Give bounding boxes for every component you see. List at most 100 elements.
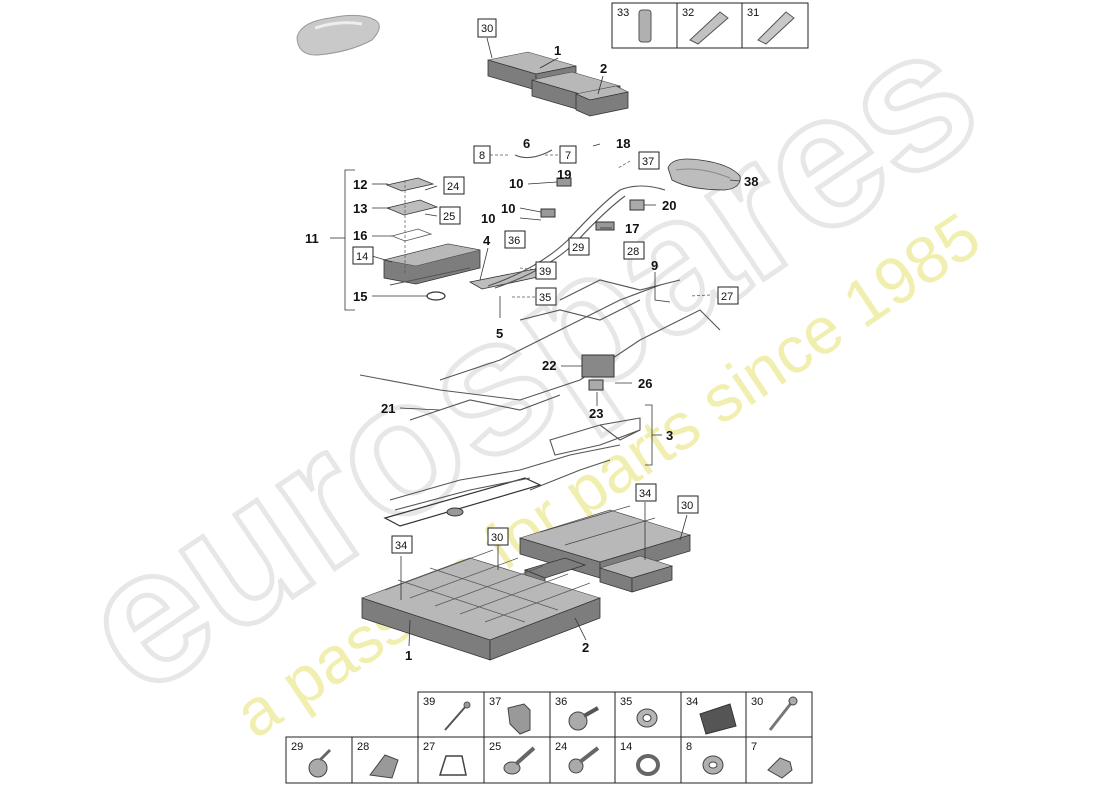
svg-text:34: 34 — [686, 696, 698, 708]
svg-text:28: 28 — [357, 741, 369, 753]
holder-icon — [438, 755, 467, 776]
svg-text:28: 28 — [627, 246, 639, 258]
thumbnail-8: 8 — [686, 741, 724, 775]
svg-text:27: 27 — [423, 741, 435, 753]
left-battery-block — [361, 549, 601, 661]
connector-assembly-11 — [383, 177, 481, 301]
boxed-callout-24: 24 — [443, 176, 465, 195]
boxed-callout-36: 36 — [504, 230, 526, 249]
thumbnail-29: 29 — [291, 741, 332, 778]
callout-15: 15 — [353, 289, 367, 304]
callout-23: 23 — [589, 406, 603, 421]
thumbnail-32: 32 — [682, 7, 729, 45]
thumbnail-25: 25 — [489, 741, 536, 775]
callout-6: 6 — [523, 136, 530, 151]
svg-text:7: 7 — [751, 741, 757, 753]
hex-bolt-icon — [568, 758, 584, 774]
svg-text:29: 29 — [291, 741, 303, 753]
svg-text:39: 39 — [539, 266, 551, 278]
rivet-icon — [308, 758, 328, 778]
thumbnail-35: 35 — [620, 696, 658, 728]
svg-text:31: 31 — [747, 7, 759, 19]
callout-3: 3 — [666, 428, 673, 443]
spray-can-icon — [638, 9, 652, 43]
boxed-callout-30-left: 30 — [487, 527, 509, 546]
valve-icon — [767, 757, 793, 779]
callout-5: 5 — [496, 326, 503, 341]
bracket-icon — [507, 703, 531, 735]
callout-9: 9 — [651, 258, 658, 273]
flange-bolt-icon — [503, 761, 521, 775]
svg-text:35: 35 — [539, 292, 551, 304]
callout-17: 17 — [625, 221, 639, 236]
boxed-callout-29: 29 — [568, 237, 590, 256]
svg-text:35: 35 — [620, 696, 632, 708]
svg-text:37: 37 — [489, 696, 501, 708]
callout-21: 21 — [381, 401, 395, 416]
boxed-callout-27: 27 — [717, 286, 739, 305]
thumbnail-39: 39 — [423, 696, 471, 731]
thumbnail-table-bottom: 39 37 36 35 34 30 29 — [285, 691, 813, 784]
tube-icon-small — [757, 11, 795, 45]
svg-text:8: 8 — [479, 150, 485, 162]
svg-text:30: 30 — [681, 500, 693, 512]
callout-19: 19 — [557, 167, 571, 182]
clip-icon — [369, 754, 399, 779]
boxed-callout-30-right: 30 — [677, 495, 699, 514]
callout-labels: 1 2 1 2 3 4 5 6 9 10 10 10 11 12 13 15 1… — [305, 43, 758, 663]
callout-26: 26 — [638, 376, 652, 391]
callout-11: 11 — [305, 231, 319, 246]
screw-icon — [768, 701, 794, 731]
svg-text:30: 30 — [481, 23, 493, 35]
svg-text:34: 34 — [395, 540, 407, 552]
svg-text:34: 34 — [639, 488, 651, 500]
boxed-callout-8: 8 — [473, 145, 491, 164]
boxed-callouts: 30 8 7 37 24 25 14 36 — [352, 18, 739, 554]
thumbnail-27: 27 — [423, 741, 467, 776]
callout-2-bottom: 2 — [582, 640, 589, 655]
thumbnail-37: 37 — [489, 696, 531, 735]
callout-22: 22 — [542, 358, 556, 373]
callout-13: 13 — [353, 201, 367, 216]
boxed-callout-25: 25 — [439, 206, 461, 225]
svg-text:33: 33 — [617, 7, 629, 19]
thumbnail-28: 28 — [357, 741, 399, 779]
callout-10-c: 10 — [481, 211, 495, 226]
svg-text:14: 14 — [620, 741, 632, 753]
thumbnail-table-top: 33 32 31 — [611, 2, 809, 49]
svg-text:29: 29 — [572, 242, 584, 254]
thumbnail-36: 36 — [555, 696, 599, 731]
svg-text:36: 36 — [555, 696, 567, 708]
thumbnail-33: 33 — [617, 7, 652, 43]
svg-text:25: 25 — [489, 741, 501, 753]
boxed-callout-34-left: 34 — [391, 535, 413, 554]
boxed-callout-37: 37 — [638, 151, 660, 170]
callout-20: 20 — [662, 198, 676, 213]
callout-1-bottom: 1 — [405, 648, 412, 663]
svg-text:32: 32 — [682, 7, 694, 19]
callout-10-b: 10 — [501, 201, 515, 216]
callout-1-top: 1 — [554, 43, 561, 58]
callout-2-top: 2 — [600, 61, 607, 76]
callout-16: 16 — [353, 228, 367, 243]
thumbnail-31: 31 — [747, 7, 795, 45]
car-icon — [296, 14, 380, 56]
boxed-callout-39: 39 — [535, 261, 557, 280]
pad-icon — [699, 703, 737, 735]
cooling-module-38 — [667, 158, 741, 191]
callout-10-a: 10 — [509, 176, 523, 191]
thumbnail-7: 7 — [751, 741, 793, 779]
svg-text:24: 24 — [447, 181, 459, 193]
callout-12: 12 — [353, 177, 367, 192]
svg-text:7: 7 — [565, 150, 571, 162]
boxed-callout-30-top: 30 — [477, 18, 497, 38]
thumbnail-34: 34 — [686, 696, 737, 735]
svg-text:27: 27 — [721, 291, 733, 303]
svg-text:30: 30 — [491, 532, 503, 544]
o-ring-icon — [636, 754, 660, 776]
callout-38: 38 — [744, 174, 758, 189]
svg-text:8: 8 — [686, 741, 692, 753]
module-frame — [383, 469, 542, 527]
boxed-callout-28: 28 — [623, 241, 645, 260]
